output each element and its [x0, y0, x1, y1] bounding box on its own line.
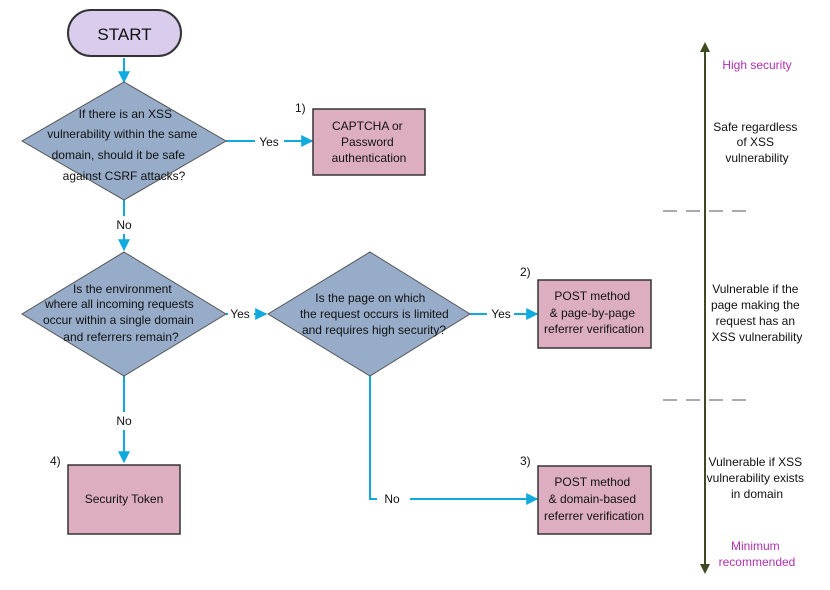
security-scale: High security Safe regardless of XSS vul…	[663, 42, 808, 574]
scale-zone-label: Vulnerable if XSS vulnerability exists i…	[707, 455, 808, 501]
outcome-text: CAPTCHA or Password authentication	[332, 119, 407, 165]
outcome-number: 1)	[295, 101, 306, 115]
outcome-text: POST method & domain-based referrer veri…	[544, 475, 644, 523]
outcome-text: POST method & page-by-page referrer veri…	[544, 289, 644, 336]
scale-zone-label: Vulnerable if the page making the reques…	[711, 282, 803, 344]
start-shape	[67, 9, 182, 57]
decision-single-domain-environment: Is the environment where all incoming re…	[21, 251, 227, 377]
decision-page-limited-high-security: Is the page on which the request occurs …	[267, 251, 471, 377]
outcome-domain-referrer-verification: 3) POST method & domain-based referrer v…	[520, 454, 652, 535]
decision-xss-same-domain: If there is an XSS vulnerability within …	[21, 81, 227, 201]
outcome-shape	[537, 279, 652, 349]
decision-shape	[267, 251, 471, 377]
scale-bottom-label: Minimum recommended	[719, 539, 796, 569]
outcome-number: 2)	[520, 265, 531, 279]
outcome-number: 4)	[50, 454, 61, 468]
outcome-captcha-password: 1) CAPTCHA or Password authentication	[295, 101, 426, 176]
outcome-shape	[537, 465, 652, 535]
decision-text: If there is an XSS vulnerability within …	[47, 107, 200, 183]
outcome-number: 3)	[520, 454, 531, 468]
no-label: No	[384, 492, 400, 506]
decision-text: Is the page on which the request occurs …	[300, 291, 452, 337]
outcome-text: Security Token	[85, 492, 164, 506]
yes-label: Yes	[491, 307, 511, 321]
decision-shape	[21, 251, 227, 377]
no-label: No	[116, 218, 132, 232]
decision-text: Is the environment where all incoming re…	[43, 282, 197, 344]
start-node: START	[67, 9, 182, 57]
edge-d3-no	[369, 376, 377, 500]
scale-zone-label: Safe regardless of XSS vulnerability	[713, 120, 800, 165]
scale-top-label: High security	[722, 58, 791, 72]
outcome-shape	[312, 108, 426, 176]
start-label: START	[97, 25, 151, 44]
yes-label: Yes	[230, 307, 250, 321]
no-label: No	[116, 414, 132, 428]
yes-label: Yes	[259, 135, 279, 149]
decision-shape	[21, 81, 227, 201]
outcome-shape	[67, 464, 181, 535]
outcome-page-referrer-verification: 2) POST method & page-by-page referrer v…	[520, 265, 652, 349]
outcome-security-token: 4) Security Token	[50, 454, 181, 535]
